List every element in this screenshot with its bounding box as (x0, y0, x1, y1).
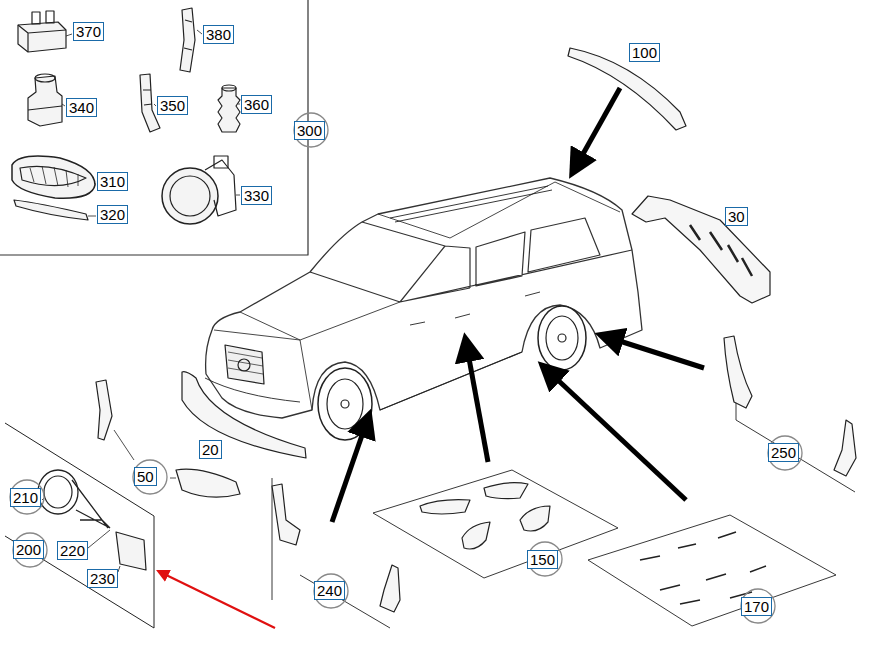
callout-number: 240 (314, 581, 345, 600)
callout-number: 20 (199, 440, 222, 459)
callout-number: 380 (203, 25, 234, 44)
callout-number: 340 (66, 98, 97, 117)
callout-number: 170 (741, 597, 772, 616)
callout-number: 300 (294, 121, 325, 140)
callout-number: 320 (97, 205, 128, 224)
callout-number: 360 (241, 95, 272, 114)
callout-number: 370 (73, 22, 104, 41)
callout-number: 230 (87, 569, 118, 588)
callout-number: 310 (97, 172, 128, 191)
callout-number: 200 (13, 540, 44, 559)
callout-number: 50 (134, 467, 157, 486)
callout-number: 330 (241, 186, 272, 205)
callout-number: 30 (725, 207, 748, 226)
callout-number: 350 (157, 96, 188, 115)
callout-number: 250 (768, 443, 799, 462)
callout-number: 210 (10, 488, 41, 507)
callout-number: 220 (57, 541, 88, 560)
callout-number: 100 (629, 43, 660, 62)
callout-number: 150 (527, 550, 558, 569)
